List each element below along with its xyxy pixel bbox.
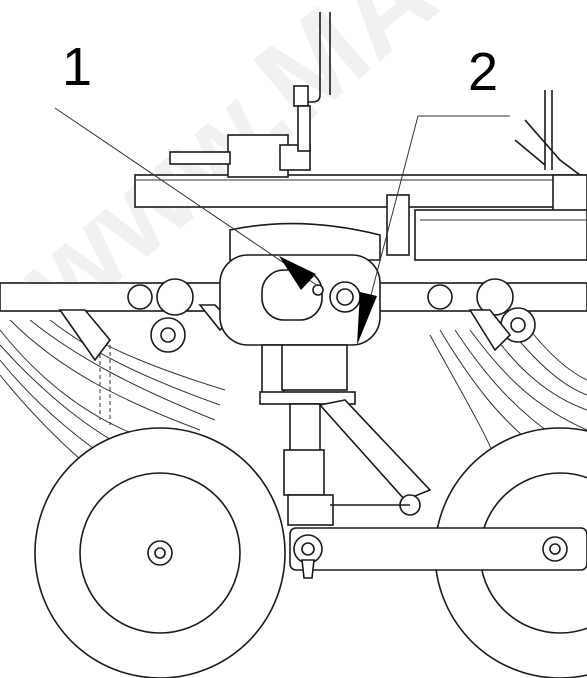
upper-frame bbox=[134, 134, 587, 261]
callout-1-arrow bbox=[279, 256, 316, 290]
central-pivot bbox=[219, 222, 381, 346]
callout-2-arrow bbox=[357, 292, 377, 345]
adjustment-handle bbox=[293, 12, 331, 152]
tine-holders bbox=[58, 304, 536, 362]
tool-bar bbox=[0, 278, 587, 316]
callout-1-label: 1 bbox=[62, 37, 92, 97]
center-column bbox=[259, 344, 356, 526]
right-bracket bbox=[514, 90, 581, 176]
callout-2-leader bbox=[364, 115, 419, 319]
callout-2-label: 2 bbox=[468, 42, 498, 102]
left-depth-wheel bbox=[34, 427, 286, 678]
diagonal-strut bbox=[318, 399, 432, 516]
callout-1-leader bbox=[54, 107, 319, 287]
wheel-link-arm bbox=[289, 527, 587, 579]
